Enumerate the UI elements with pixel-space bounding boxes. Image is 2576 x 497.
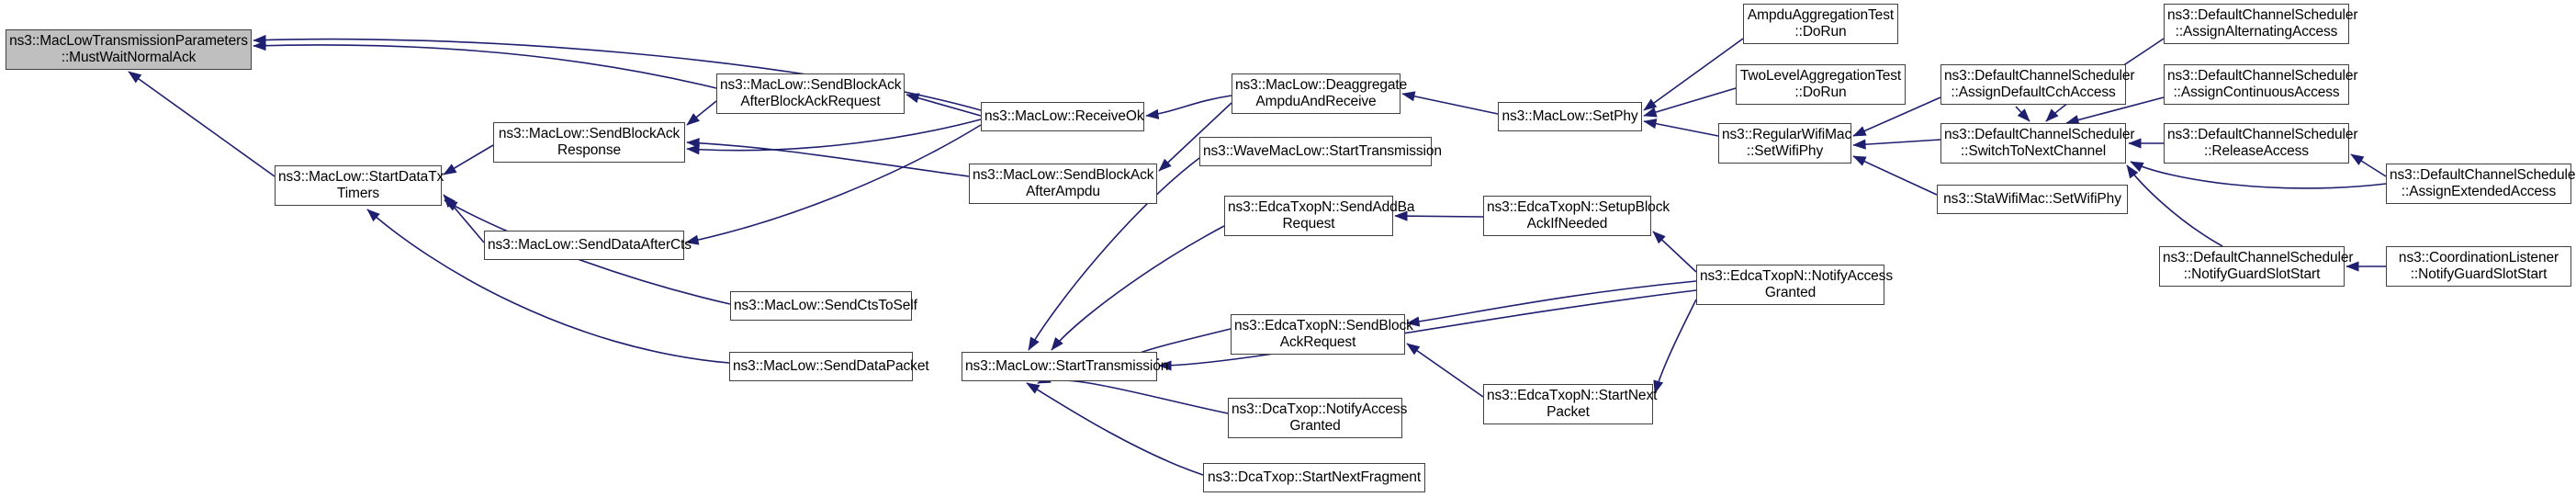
graph-node-root[interactable]: ns3::MacLowTransmissionParameters ::Must… xyxy=(6,29,252,70)
graph-node-label: ns3::MacLow::ReceiveOk xyxy=(984,108,1144,124)
graph-node[interactable]: ns3::EdcaTxopN::StartNext Packet xyxy=(1483,384,1658,424)
graph-edge xyxy=(906,93,982,117)
graph-node[interactable]: ns3::MacLow::SetPhy xyxy=(1498,102,1642,131)
graph-edge xyxy=(128,71,276,177)
graph-node[interactable]: ns3::DefaultChannelScheduler ::ReleaseAc… xyxy=(2164,123,2358,164)
graph-node[interactable]: ns3::DefaultChannelScheduler ::AssignExt… xyxy=(2386,164,2576,204)
graph-edge xyxy=(1652,231,1697,273)
graph-node-label: ns3::EdcaTxopN::SetupBlock AckIfNeeded xyxy=(1487,199,1670,232)
graph-node-label: ns3::MacLow::SendBlockAck Response xyxy=(498,126,681,158)
graph-node-label: ns3::CoordinationListener ::NotifyGuardS… xyxy=(2398,250,2559,282)
graph-edge xyxy=(1643,119,1719,137)
graph-edge xyxy=(1852,155,1938,196)
graph-node-label: ns3::EdcaTxopN::StartNext Packet xyxy=(1487,388,1658,420)
graph-node[interactable]: ns3::DcaTxop::StartNextFragment xyxy=(1203,463,1425,492)
graph-node[interactable]: ns3::MacLow::SendBlockAck Response xyxy=(493,122,685,163)
graph-edge xyxy=(1401,91,1499,115)
graph-edge xyxy=(1406,280,1697,327)
graph-node-label: ns3::WaveMacLow::StartTransmission xyxy=(1203,143,1442,159)
graph-node-label: ns3::DefaultChannelScheduler ::AssignDef… xyxy=(1944,68,2135,100)
graph-node-label: ns3::MacLow::SendDataPacket xyxy=(733,358,929,374)
graph-node[interactable]: ns3::RegularWifiMac ::SetWifiPhy xyxy=(1718,123,1851,164)
graph-node-label: ns3::DefaultChannelScheduler ::ReleaseAc… xyxy=(2167,127,2358,159)
graph-node-label: ns3::EdcaTxopN::SendAddBa Request xyxy=(1228,199,1415,232)
graph-edge xyxy=(2130,161,2387,189)
graph-edge xyxy=(1026,382,1204,476)
graph-node[interactable]: ns3::DefaultChannelScheduler ::AssignCon… xyxy=(2164,64,2358,105)
graph-node[interactable]: ns3::EdcaTxopN::SendAddBa Request xyxy=(1224,196,1415,236)
graph-edge xyxy=(1037,373,1229,414)
graph-node-label: ns3::DcaTxop::NotifyAccess Granted xyxy=(1232,401,1408,434)
graph-node-label: ns3::MacLowTransmissionParameters ::Must… xyxy=(9,33,248,65)
graph-node[interactable]: ns3::MacLow::SendDataPacket xyxy=(729,352,929,381)
graph-node-label: ns3::DcaTxop::StartNextFragment xyxy=(1207,469,1422,485)
graph-node-label: ns3::DefaultChannelScheduler ::AssignExt… xyxy=(2390,167,2576,199)
graph-edge xyxy=(2126,164,2223,247)
graph-edge xyxy=(1051,225,1225,351)
graph-node-label: ns3::MacLow::StartDataTx Timers xyxy=(278,169,444,201)
graph-edge xyxy=(685,124,982,245)
graph-node[interactable]: ns3::MacLow::StartTransmission xyxy=(962,352,1169,381)
graph-node-label: ns3::MacLow::SendBlockAck AfterAmpdu xyxy=(973,167,1154,199)
graph-edge xyxy=(443,144,494,175)
graph-edge xyxy=(443,194,485,243)
graph-node-label: ns3::MacLow::SetPhy xyxy=(1502,108,1638,124)
graph-node-label: AmpduAggregationTest ::DoRun xyxy=(1747,7,1895,40)
graph-edge xyxy=(2350,153,2387,177)
graph-node[interactable]: ns3::MacLow::SendDataAfterCts xyxy=(484,231,692,260)
graph-node-label: ns3::MacLow::StartTransmission xyxy=(965,358,1169,374)
graph-node-label: ns3::MacLow::SendBlockAck AfterBlockAckR… xyxy=(720,77,902,109)
graph-node[interactable]: ns3::MacLow::StartDataTx Timers xyxy=(275,165,444,206)
graph-node[interactable]: ns3::DefaultChannelScheduler ::AssignDef… xyxy=(1940,64,2135,105)
graph-node[interactable]: ns3::MacLow::SendBlockAck AfterAmpdu xyxy=(969,164,1157,204)
graph-node[interactable]: ns3::MacLow::ReceiveOk xyxy=(981,102,1144,131)
graph-node-label: TwoLevelAggregationTest ::DoRun xyxy=(1739,68,1902,100)
graph-node-label: ns3::DefaultChannelScheduler ::NotifyGua… xyxy=(2163,250,2354,282)
graph-node[interactable]: ns3::StaWifiMac::SetWifiPhy xyxy=(1937,185,2128,214)
graph-edge xyxy=(1643,38,1744,111)
graph-node-label: ns3::StaWifiMac::SetWifiPhy xyxy=(1943,191,2121,207)
graph-node[interactable]: TwoLevelAggregationTest ::DoRun xyxy=(1736,64,1906,105)
graph-node-label: ns3::DefaultChannelScheduler ::AssignCon… xyxy=(2167,68,2358,100)
graph-edge xyxy=(1406,343,1484,398)
graph-node-label: ns3::EdcaTxopN::NotifyAccess Granted xyxy=(1700,268,1893,300)
graph-edge xyxy=(686,138,970,177)
graph-node[interactable]: ns3::WaveMacLow::StartTransmission xyxy=(1199,137,1442,166)
graph-node[interactable]: ns3::MacLow::Deaggregate AmpduAndReceive xyxy=(1232,73,1408,114)
graph-node[interactable]: ns3::MacLow::SendBlockAck AfterBlockAckR… xyxy=(716,73,905,114)
graph-node[interactable]: ns3::MacLow::SendCtsToSelf xyxy=(730,291,917,321)
graph-edge xyxy=(686,100,717,126)
graph-edge xyxy=(2015,106,2030,122)
graph-node-label: ns3::DefaultChannelScheduler ::SwitchToN… xyxy=(1944,127,2135,159)
graph-node-label: ns3::MacLow::SendDataAfterCts xyxy=(488,237,692,253)
graph-edge xyxy=(1394,210,1484,221)
graph-edge xyxy=(1852,139,1941,150)
graph-edge xyxy=(686,119,982,155)
graph-edge xyxy=(253,40,717,89)
graph-node-label: ns3::EdcaTxopN::SendBlock AckRequest xyxy=(1234,318,1413,350)
graph-node-label: ns3::DefaultChannelScheduler ::AssignAlt… xyxy=(2167,7,2358,40)
graph-node[interactable]: ns3::CoordinationListener ::NotifyGuardS… xyxy=(2386,246,2571,287)
graph-edge xyxy=(1653,299,1697,394)
graph-edge xyxy=(1145,95,1232,119)
graph-node[interactable]: AmpduAggregationTest ::DoRun xyxy=(1743,4,1898,44)
graph-node[interactable]: ns3::DefaultChannelScheduler ::SwitchToN… xyxy=(1940,123,2135,164)
graph-node-label: ns3::MacLow::Deaggregate AmpduAndReceive xyxy=(1235,77,1408,109)
graph-node[interactable]: ns3::EdcaTxopN::SendBlock AckRequest xyxy=(1231,314,1413,355)
graph-node-label: ns3::MacLow::SendCtsToSelf xyxy=(734,298,917,313)
graph-node-label: ns3::RegularWifiMac ::SetWifiPhy xyxy=(1722,127,1852,159)
graph-node[interactable]: ns3::DefaultChannelScheduler ::NotifyGua… xyxy=(2159,246,2354,287)
graph-edge xyxy=(1643,87,1737,118)
graph-node[interactable]: ns3::DcaTxop::NotifyAccess Granted xyxy=(1228,398,1408,438)
graph-node[interactable]: ns3::EdcaTxopN::NotifyAccess Granted xyxy=(1696,265,1893,305)
graph-node[interactable]: ns3::EdcaTxopN::SetupBlock AckIfNeeded xyxy=(1483,196,1670,236)
graph-node[interactable]: ns3::DefaultChannelScheduler ::AssignAlt… xyxy=(2164,4,2358,44)
